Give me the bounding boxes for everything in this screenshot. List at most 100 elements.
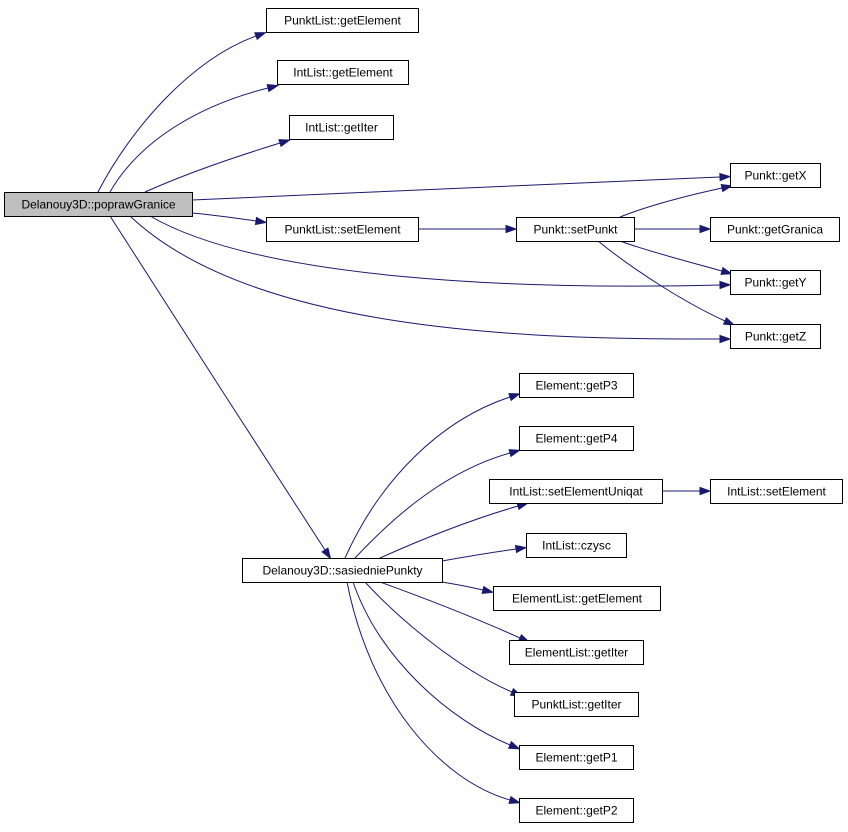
edge-pl_setElement-to-p_setPunkt [417,224,518,234]
node-pl_setElement[interactable]: PunktList::setElement [266,217,419,242]
edge-line [191,176,721,201]
edge-line [597,240,726,322]
node-il_setElementUniqat[interactable]: IntList::setElementUniqat [489,479,663,504]
edge-p_setPunkt-to-p_getZ [597,240,736,326]
node-box [266,8,419,33]
arrowhead-icon [722,316,736,326]
arrowhead-icon [254,32,267,41]
arrowhead-icon [505,224,518,234]
node-box [730,163,821,188]
node-label: Element::getP1 [535,751,617,765]
node-label: IntList::setElementUniqat [509,485,643,499]
edge-poprawGranice-to-il_getElement [109,84,280,193]
node-p_getGranica[interactable]: Punkt::getGranica [710,217,840,242]
node-box [277,60,409,85]
edge-line [129,215,721,340]
node-box [4,192,193,217]
node-box [730,324,821,349]
node-el_getElement[interactable]: ElementList::getElement [493,586,661,611]
edge-p_setPunkt-to-p_getX [619,183,734,218]
node-label: Element::getP2 [535,804,617,818]
edge-line [144,142,281,193]
edge-il_setElementUniqat-to-il_setElement [661,486,712,496]
edge-poprawGranice-to-p_getZ [129,215,732,344]
node-label: Element::getP3 [535,379,617,393]
node-il_czysc[interactable]: IntList::czysc [526,533,627,558]
edge-p_setPunkt-to-p_getY [619,240,734,275]
node-e_getP2[interactable]: Element::getP2 [519,798,634,823]
node-label: Punkt::setPunkt [533,223,618,237]
edge-line [191,212,257,222]
node-box [710,479,843,504]
node-box [730,270,821,295]
node-box [242,558,443,583]
node-p_getX[interactable]: Punkt::getX [730,163,821,188]
node-box [526,533,627,558]
node-sasiedniePunkty[interactable]: Delanouy3D::sasiedniePunkty [242,558,443,583]
node-p_getZ[interactable]: Punkt::getZ [730,324,821,349]
arrowhead-icon [278,139,291,148]
edge-line [346,581,511,801]
edge-line [379,505,519,559]
node-label: IntList::czysc [542,539,611,553]
arrowhead-icon [514,544,528,554]
arrowhead-icon [254,216,268,226]
node-box [519,745,634,770]
edge-line [619,187,723,218]
edge-sasiedniePunkty-to-e_getP1 [352,581,521,750]
node-box [489,479,663,504]
arrowhead-icon [719,172,732,182]
edge-sasiedniePunkty-to-il_setElementUniqat [379,502,530,559]
arrowhead-icon [481,585,495,594]
edge-sasiedniePunkty-to-el_getElement [441,581,495,594]
edge-poprawGranice-to-p_getX [191,172,732,201]
node-box [509,640,644,665]
node-pl_getElement[interactable]: PunktList::getElement [266,8,419,33]
node-il_getIter[interactable]: IntList::getIter [289,115,394,140]
node-e_getP3[interactable]: Element::getP3 [519,373,634,398]
edge-line [441,581,484,591]
node-e_getP1[interactable]: Element::getP1 [519,745,634,770]
node-label: PunktList::getIter [531,698,621,712]
node-p_setPunkt[interactable]: Punkt::setPunkt [516,217,635,242]
node-label: Delanouy3D::sasiedniePunkty [262,564,422,578]
node-box [519,798,634,823]
arrowhead-icon [507,740,521,750]
node-el_getIter[interactable]: ElementList::getIter [509,640,644,665]
node-label: PunktList::setElement [284,223,401,237]
node-label: Punkt::getGranica [727,223,823,237]
edge-sasiedniePunkty-to-e_getP4 [354,449,522,559]
arrowhead-icon [508,449,522,458]
edge-line [379,581,521,639]
node-e_getP4[interactable]: Element::getP4 [519,426,634,451]
edge-line [441,548,517,562]
edge-poprawGranice-to-pl_getElement [97,32,267,193]
node-pl_getIter[interactable]: PunktList::getIter [514,692,639,717]
edge-line [364,581,513,693]
edge-poprawGranice-to-pl_setElement [191,212,268,226]
arrowhead-icon [266,84,280,93]
edge-sasiedniePunkty-to-il_czysc [441,544,528,562]
node-il_getElement[interactable]: IntList::getElement [277,60,409,85]
arrowhead-icon [699,224,712,234]
node-il_setElement[interactable]: IntList::setElement [710,479,843,504]
edge-line [149,215,721,287]
node-label: Element::getP4 [535,432,617,446]
node-box [519,373,634,398]
edge-poprawGranice-to-p_getY [149,215,732,290]
arrowhead-icon [508,795,522,804]
node-poprawGranice[interactable]: Delanouy3D::poprawGranice [4,192,193,217]
node-label: IntList::getElement [293,66,393,80]
node-label: Punkt::getY [744,276,806,290]
arrowhead-icon [720,183,734,193]
node-p_getY[interactable]: Punkt::getY [730,270,821,295]
edge-poprawGranice-to-il_getIter [144,139,291,193]
edge-sasiedniePunkty-to-e_getP2 [346,581,522,804]
nodes-layer: Delanouy3D::poprawGranice PunktList::getE… [4,8,843,823]
edge-p_setPunkt-to-p_getGranica [633,224,712,234]
edges-layer [97,32,736,804]
arrowhead-icon [508,393,521,402]
node-box [493,586,661,611]
arrowhead-icon [699,486,712,496]
node-label: ElementList::getIter [525,646,628,660]
